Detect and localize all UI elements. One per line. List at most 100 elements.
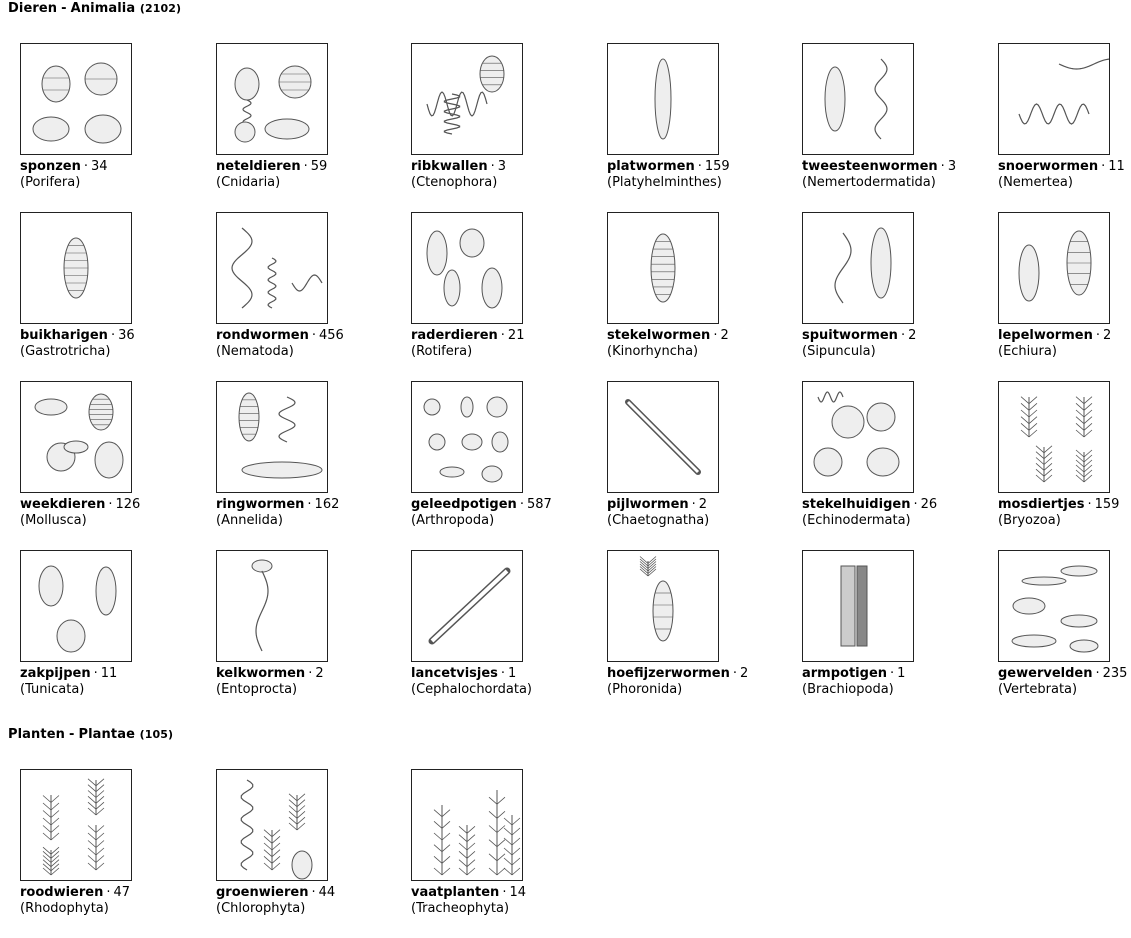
taxon-thumbnail-link[interactable] (607, 212, 719, 324)
taxon-name-link[interactable]: vaatplanten (411, 885, 500, 900)
taxon-name-link[interactable]: rondwormen (216, 328, 309, 343)
taxon-name-link[interactable]: lancetvisjes (411, 666, 498, 681)
taxon-tile: pijlwormen·2(Chaetognatha) (607, 381, 735, 529)
taxon-thumbnail-link[interactable] (607, 381, 719, 493)
taxon-name-link[interactable]: spuitwormen (802, 328, 898, 343)
taxon-thumbnail-link[interactable] (20, 550, 132, 662)
taxon-name-link[interactable]: weekdieren (20, 497, 106, 512)
taxon-tile: neteldieren·59(Cnidaria) (216, 43, 344, 191)
taxon-thumbnail-link[interactable] (20, 769, 132, 881)
taxon-caption: lepelwormen·2(Echiura) (998, 328, 1126, 360)
taxon-thumbnail-link[interactable] (216, 769, 328, 881)
taxon-name-link[interactable]: roodwieren (20, 885, 104, 900)
taxon-name-link[interactable]: ribkwallen (411, 159, 488, 174)
taxon-tile: stekelwormen·2(Kinorhyncha) (607, 212, 735, 360)
taxon-caption: zakpijpen·11(Tunicata) (20, 666, 148, 698)
taxon-tile: vaatplanten·14(Tracheophyta) (411, 769, 539, 917)
taxon-thumbnail-link[interactable] (20, 381, 132, 493)
taxon-thumbnail-link[interactable] (216, 43, 328, 155)
count-separator: · (519, 497, 524, 512)
taxon-name-link[interactable]: stekelhuidigen (802, 497, 911, 512)
taxon-count: 36 (118, 328, 135, 343)
taxon-thumbnail-link[interactable] (802, 43, 914, 155)
taxon-scientific-name: (Sipuncula) (802, 344, 876, 359)
taxon-caption: mosdiertjes·159(Bryozoa) (998, 497, 1126, 529)
taxon-thumbnail-link[interactable] (998, 550, 1110, 662)
taxon-name-link[interactable]: groenwieren (216, 885, 309, 900)
count-separator: · (311, 885, 316, 900)
taxon-thumbnail-link[interactable] (20, 43, 132, 155)
vertebrate-illustration (1011, 565, 1099, 653)
taxon-tile: spuitwormen·2(Sipuncula) (802, 212, 930, 360)
count-separator: · (303, 159, 308, 174)
taxon-caption: lancetvisjes·1(Cephalochordata) (411, 666, 539, 698)
taxon-tile: ribkwallen·3(Ctenophora) (411, 43, 539, 191)
taxon-tile: geleedpotigen·587(Arthropoda) (411, 381, 552, 529)
taxon-name-link[interactable]: mosdiertjes (998, 497, 1085, 512)
taxon-name-link[interactable]: stekelwormen (607, 328, 711, 343)
taxon-name-link[interactable]: snoerwormen (998, 159, 1099, 174)
taxon-thumbnail-link[interactable] (216, 212, 328, 324)
taxon-caption: stekelwormen·2(Kinorhyncha) (607, 328, 735, 360)
taxon-thumbnail-link[interactable] (216, 550, 328, 662)
taxon-tile: platwormen·159(Platyhelminthes) (607, 43, 735, 191)
taxon-thumbnail-link[interactable] (802, 550, 914, 662)
lancelet-illustration (428, 567, 511, 645)
count-separator: · (490, 159, 495, 174)
section-title-nl: Dieren (8, 1, 58, 16)
taxon-scientific-name: (Rhodophyta) (20, 901, 109, 916)
taxon-scientific-name: (Ctenophora) (411, 175, 498, 190)
taxon-name-link[interactable]: pijlwormen (607, 497, 689, 512)
taxon-caption: armpotigen·1(Brachiopoda) (802, 666, 930, 698)
taxon-thumbnail-link[interactable] (411, 550, 523, 662)
taxon-tile: lepelwormen·2(Echiura) (998, 212, 1126, 360)
taxon-name-link[interactable]: kelkwormen (216, 666, 306, 681)
taxon-thumbnail-link[interactable] (802, 381, 914, 493)
taxon-scientific-name: (Entoprocta) (216, 682, 298, 697)
taxon-name-link[interactable]: platwormen (607, 159, 695, 174)
taxon-thumbnail-link[interactable] (607, 43, 719, 155)
taxon-name-link[interactable]: ringwormen (216, 497, 305, 512)
taxon-name-link[interactable]: gewervelden (998, 666, 1093, 681)
taxon-scientific-name: (Arthropoda) (411, 513, 495, 528)
taxon-caption: platwormen·159(Platyhelminthes) (607, 159, 735, 191)
taxon-name-link[interactable]: buikharigen (20, 328, 108, 343)
taxon-thumbnail-link[interactable] (411, 43, 523, 155)
taxon-tile: stekelhuidigen·26(Echinodermata) (802, 381, 937, 529)
taxon-thumbnail-link[interactable] (998, 212, 1110, 324)
taxon-thumbnail-link[interactable] (607, 550, 719, 662)
taxon-name-link[interactable]: sponzen (20, 159, 81, 174)
arthropod-illustration (423, 396, 509, 483)
taxon-thumbnail-link[interactable] (216, 381, 328, 493)
taxon-name-link[interactable]: armpotigen (802, 666, 888, 681)
taxon-thumbnail-link[interactable] (20, 212, 132, 324)
taxon-name-link[interactable]: raderdieren (411, 328, 498, 343)
taxon-name-link[interactable]: lepelwormen (998, 328, 1093, 343)
taxon-scientific-name: (Nematoda) (216, 344, 294, 359)
taxon-scientific-name: (Tracheophyta) (411, 901, 510, 916)
taxon-thumbnail-link[interactable] (411, 212, 523, 324)
taxon-scientific-name: (Phoronida) (607, 682, 683, 697)
taxon-scientific-name: (Rotifera) (411, 344, 473, 359)
taxon-count: 59 (310, 159, 328, 174)
taxon-name-link[interactable]: zakpijpen (20, 666, 91, 681)
taxon-count: 456 (319, 328, 344, 343)
count-separator: · (1095, 666, 1100, 681)
taxon-count: 26 (920, 497, 938, 512)
count-separator: · (1095, 328, 1100, 343)
taxon-name-link[interactable]: neteldieren (216, 159, 301, 174)
taxon-thumbnail-link[interactable] (802, 212, 914, 324)
taxon-name-link[interactable]: hoefijzerwormen (607, 666, 730, 681)
taxon-thumbnail-link[interactable] (998, 381, 1110, 493)
taxon-caption: stekelhuidigen·26(Echinodermata) (802, 497, 937, 529)
taxon-name-link[interactable]: tweesteenwormen (802, 159, 938, 174)
taxon-thumbnail-link[interactable] (411, 769, 523, 881)
count-separator: · (913, 497, 918, 512)
comb-jelly-illustration (426, 55, 505, 135)
taxon-thumbnail-link[interactable] (998, 43, 1110, 155)
taxon-name-link[interactable]: geleedpotigen (411, 497, 517, 512)
arrow-worm-illustration (625, 399, 701, 475)
annelid-illustration (238, 392, 323, 479)
taxon-thumbnail-link[interactable] (411, 381, 523, 493)
gastrotrich-illustration (63, 237, 89, 299)
